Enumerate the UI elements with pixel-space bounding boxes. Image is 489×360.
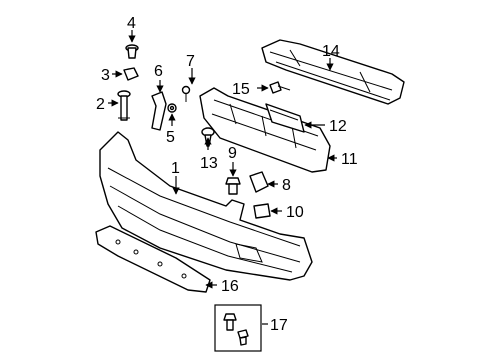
callout-13: 13 — [200, 155, 218, 172]
callout-3: 3 — [101, 67, 110, 84]
absorber-insert — [265, 103, 305, 133]
screw — [181, 85, 191, 102]
cap-clip — [125, 44, 139, 59]
fastener-kit — [214, 304, 262, 352]
callout-2: 2 — [96, 96, 105, 113]
callout-16: 16 — [221, 278, 239, 295]
clip-nut — [253, 203, 271, 219]
bumper-cover — [99, 131, 313, 281]
bolt — [225, 177, 241, 195]
lower-valance — [95, 225, 211, 293]
callout-15: 15 — [232, 81, 250, 98]
callout-11: 11 — [341, 151, 358, 168]
energy-absorber — [199, 87, 331, 173]
callout-6: 6 — [154, 63, 163, 80]
callout-9: 9 — [228, 145, 237, 162]
reinforcement-bar — [261, 39, 405, 105]
callout-5: 5 — [166, 129, 175, 146]
callout-4: 4 — [127, 15, 136, 32]
callout-7: 7 — [186, 53, 195, 70]
nut-washer — [167, 103, 177, 113]
side-bracket — [249, 171, 269, 193]
callout-10: 10 — [286, 204, 304, 221]
callout-1: 1 — [171, 160, 180, 177]
callout-17: 17 — [270, 317, 288, 334]
push-pin-fastener — [117, 90, 131, 121]
bolt-15 — [269, 81, 291, 94]
bracket — [151, 91, 167, 131]
callout-12: 12 — [329, 118, 347, 135]
retainer-clip — [123, 67, 139, 81]
callout-14: 14 — [322, 43, 340, 60]
callout-8: 8 — [282, 177, 291, 194]
